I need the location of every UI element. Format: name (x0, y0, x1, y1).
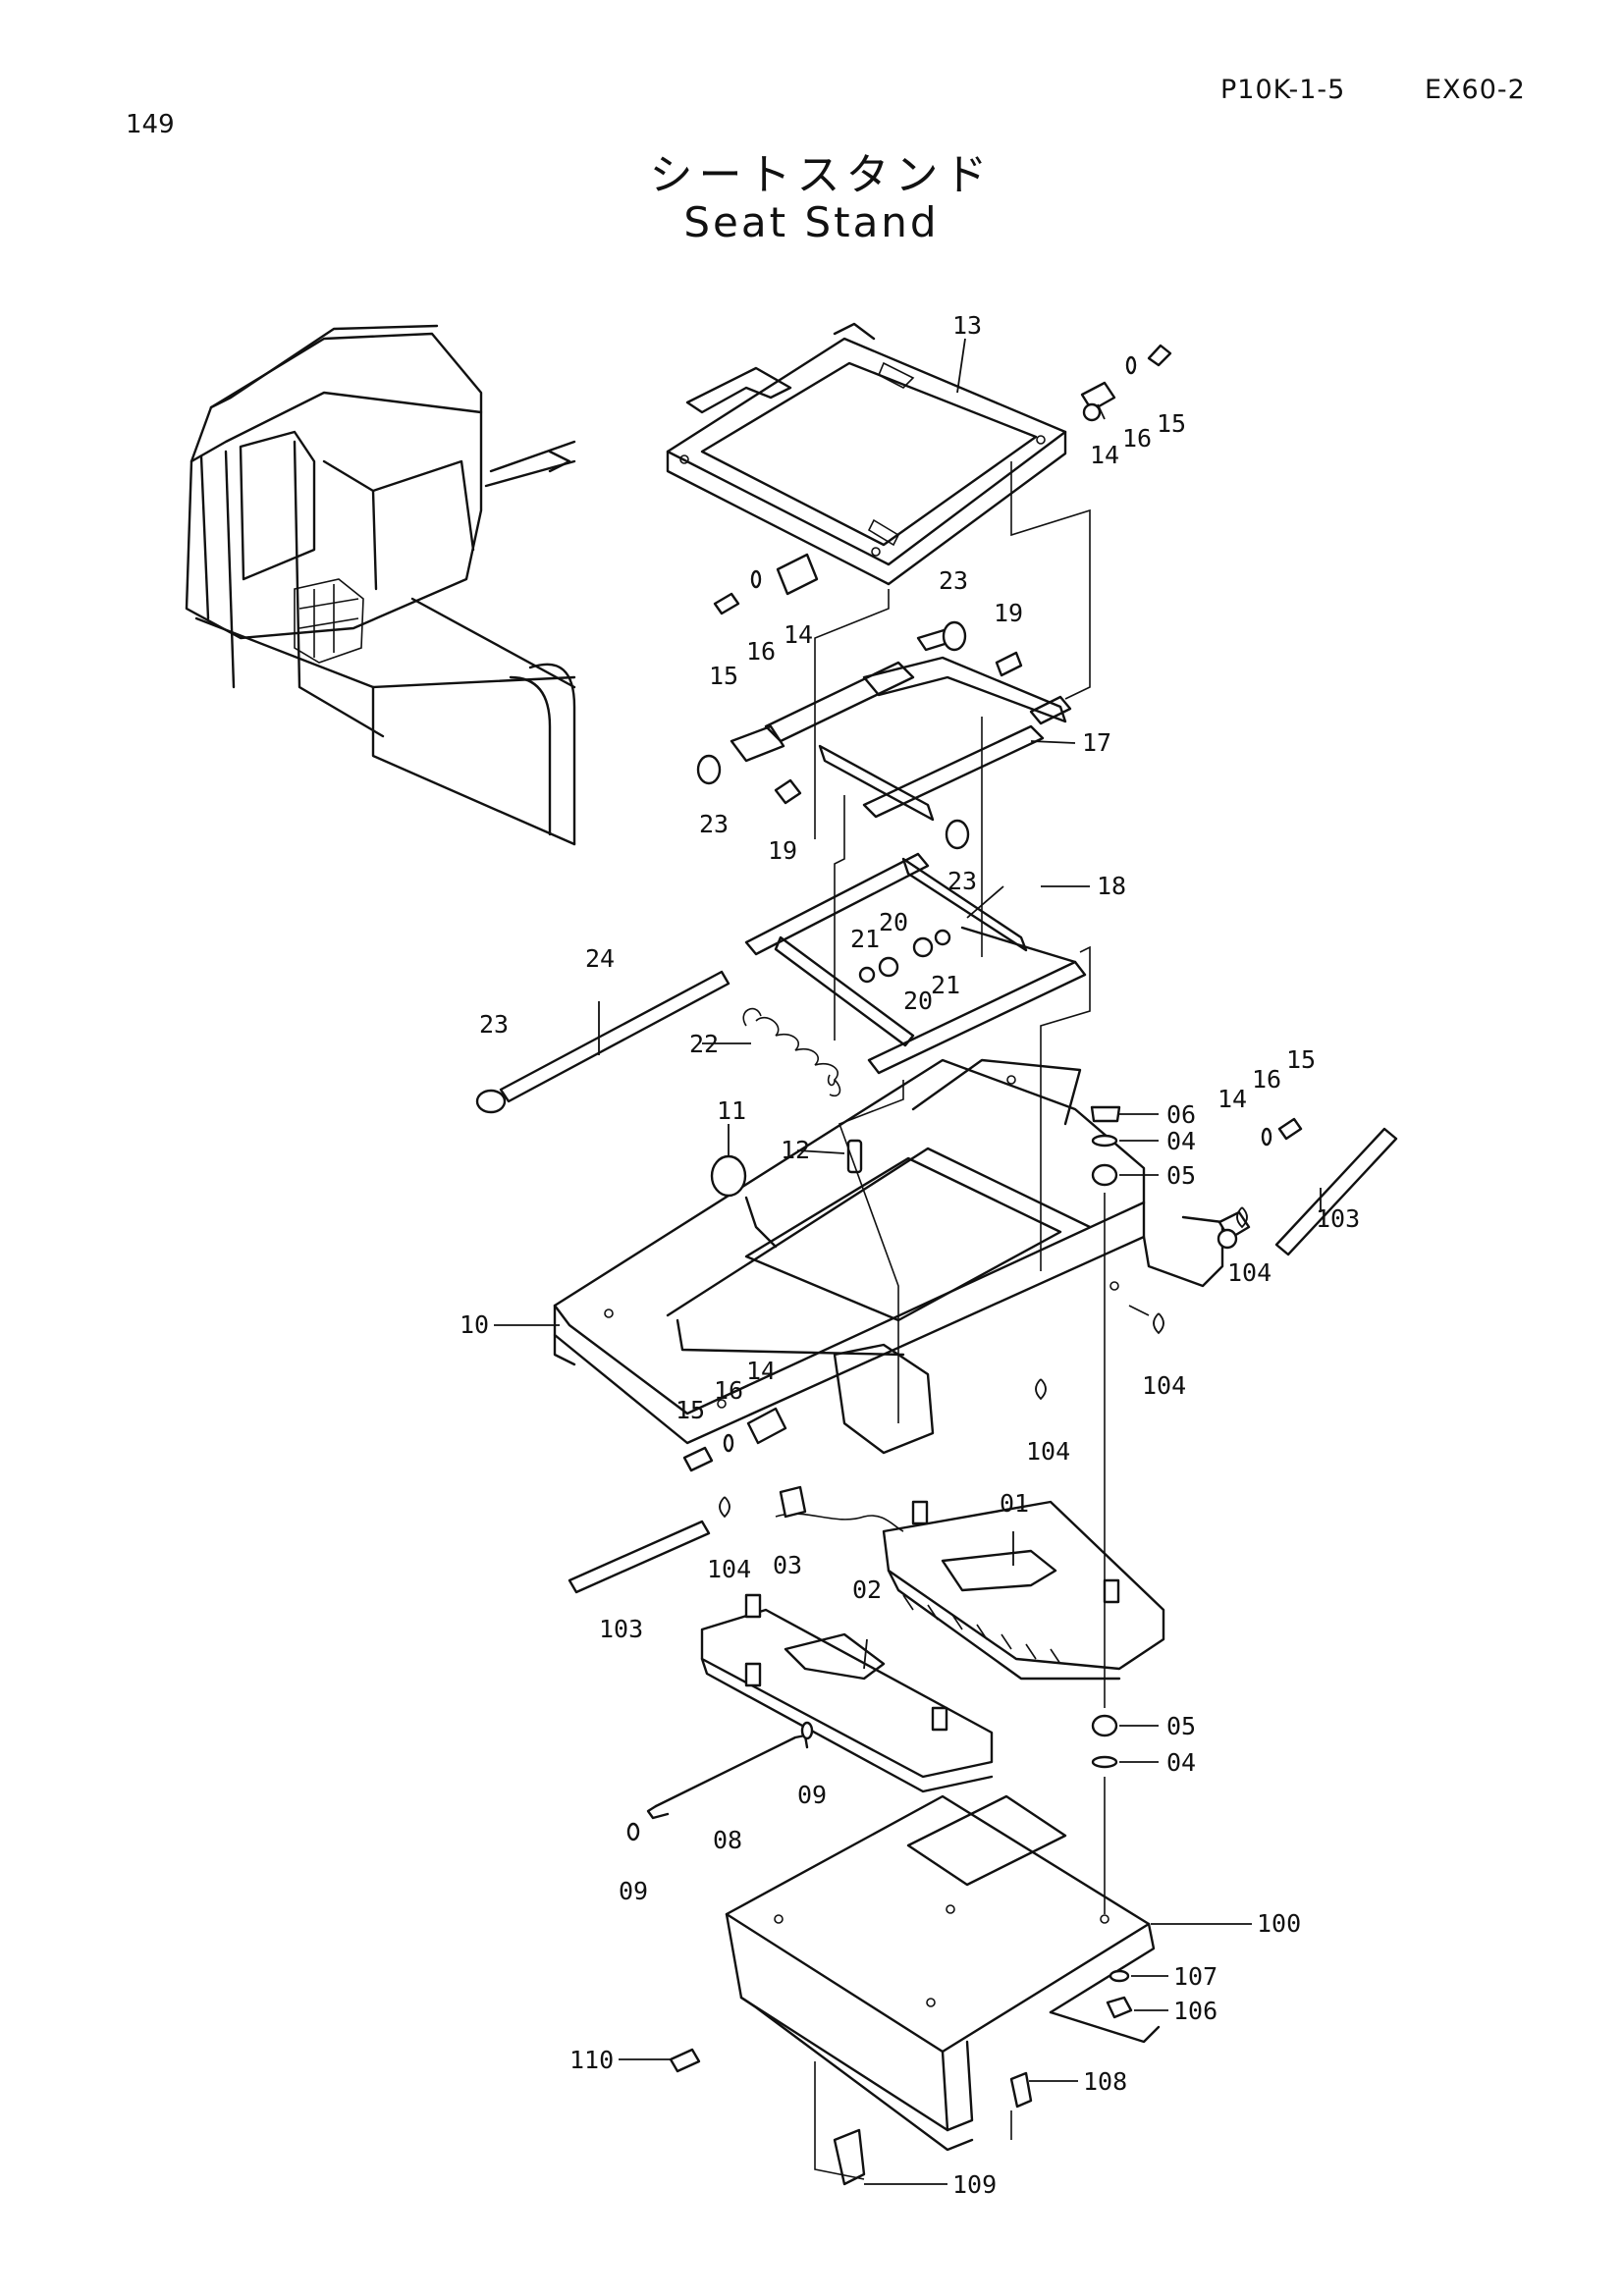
callout-106: 106 (1173, 1997, 1217, 2025)
callout-labels: 13 14 16 15 15 16 14 23 19 17 23 19 23 1… (460, 311, 1360, 2199)
callout-104: 104 (707, 1555, 751, 1583)
callout-110: 110 (569, 2046, 614, 2074)
callout-13: 13 (952, 311, 982, 340)
title-english: Seat Stand (683, 198, 940, 246)
callout-14: 14 (1217, 1085, 1247, 1113)
callout-104: 104 (1142, 1371, 1186, 1400)
callout-15: 15 (709, 662, 738, 690)
callout-23: 23 (947, 867, 977, 895)
callout-14: 14 (746, 1357, 776, 1385)
callout-05: 05 (1166, 1712, 1196, 1740)
callout-23: 23 (699, 810, 729, 838)
callout-11: 11 (717, 1096, 746, 1125)
callout-23: 23 (939, 566, 968, 595)
callout-20: 20 (879, 908, 908, 936)
callout-17: 17 (1082, 728, 1111, 757)
excavator-cab-inset (185, 324, 576, 846)
spring-22 (742, 1007, 841, 1097)
callout-10: 10 (460, 1310, 489, 1339)
figure-code: P10K-1-5 (1220, 75, 1346, 105)
callout-14: 14 (1090, 441, 1119, 469)
callout-22: 22 (689, 1030, 719, 1058)
callout-100: 100 (1257, 1909, 1301, 1938)
slide-rail-02 (700, 1593, 994, 1793)
callout-103: 103 (1316, 1204, 1360, 1233)
callout-02: 02 (852, 1575, 882, 1604)
base-frame-10 (553, 1058, 1224, 1455)
callout-16: 16 (1252, 1065, 1281, 1094)
callout-23: 23 (479, 1010, 509, 1039)
callout-20: 20 (903, 987, 933, 1015)
callout-16: 16 (746, 637, 776, 666)
callout-09: 09 (797, 1781, 827, 1809)
callout-15: 15 (1157, 409, 1186, 438)
callout-19: 19 (994, 599, 1023, 627)
callout-108: 108 (1083, 2067, 1127, 2096)
callout-104: 104 (1227, 1258, 1271, 1287)
callout-14: 14 (784, 620, 813, 649)
callout-04: 04 (1166, 1748, 1196, 1777)
hardware-parts (568, 344, 1398, 2186)
assembly-guide-lines (814, 461, 1150, 2180)
callout-12: 12 (781, 1136, 810, 1164)
callout-16: 16 (1122, 424, 1152, 453)
callout-16: 16 (714, 1376, 743, 1405)
seat-stand-100 (725, 1794, 1161, 2152)
callout-08: 08 (713, 1826, 742, 1854)
callout-104: 104 (1026, 1437, 1070, 1466)
callout-09: 09 (619, 1877, 648, 1905)
callout-03: 03 (773, 1551, 802, 1579)
model-code: EX60-2 (1425, 75, 1526, 105)
callout-15: 15 (1286, 1045, 1316, 1074)
shaft-24 (475, 970, 730, 1114)
callout-107: 107 (1173, 1962, 1217, 1991)
callout-109: 109 (952, 2170, 997, 2199)
rod-08 (646, 1734, 809, 1820)
page-number: 149 (126, 110, 175, 139)
leader-lines (494, 338, 1322, 2185)
callout-103: 103 (599, 1615, 643, 1643)
callout-19: 19 (768, 836, 797, 865)
title-japanese: シートスタンド (649, 150, 994, 200)
callout-04: 04 (1166, 1127, 1196, 1155)
callout-21: 21 (931, 971, 960, 999)
callout-05: 05 (1166, 1161, 1196, 1190)
callout-24: 24 (585, 944, 615, 973)
callout-18: 18 (1097, 872, 1126, 900)
callout-06: 06 (1166, 1100, 1196, 1129)
callout-01: 01 (1000, 1489, 1029, 1518)
callout-21: 21 (850, 925, 880, 953)
callout-15: 15 (676, 1396, 705, 1424)
seat-frame-13 (666, 322, 1067, 586)
